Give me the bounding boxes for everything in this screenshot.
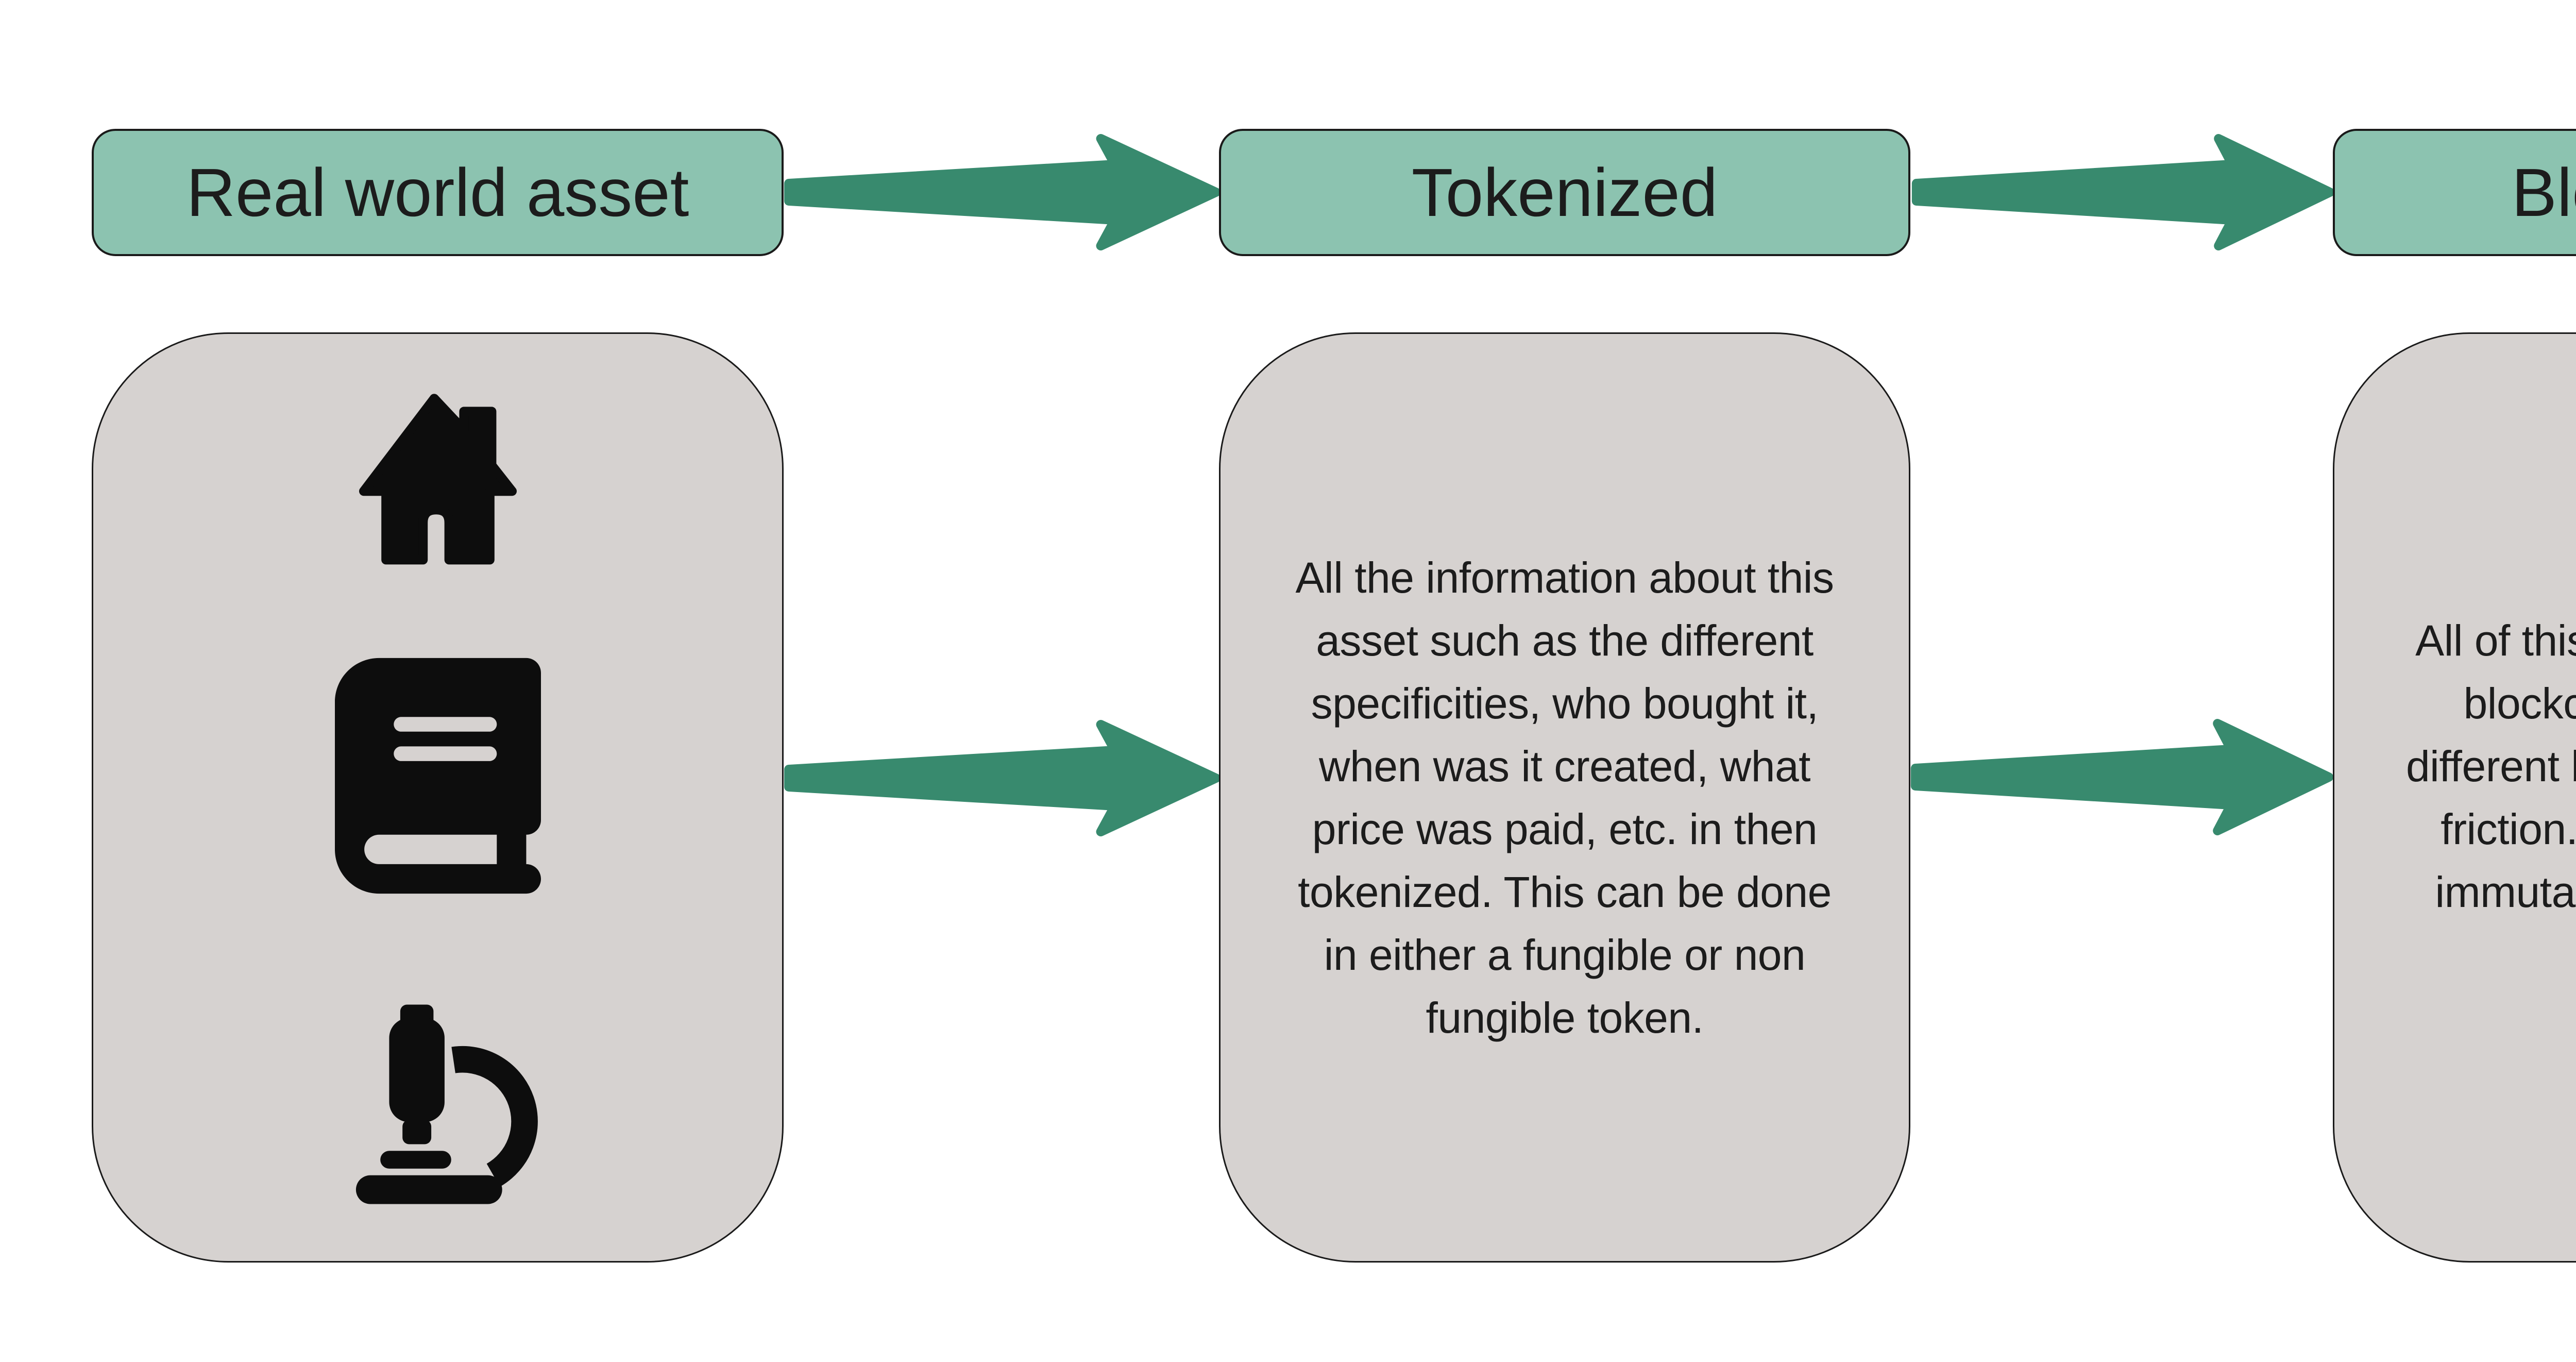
card-real-world-asset	[92, 332, 784, 1263]
flow-arrow-icon	[1908, 130, 2335, 254]
book-icon	[334, 656, 541, 896]
microscope-icon	[327, 981, 549, 1228]
card-tokenized: All the information about this asset suc…	[1219, 332, 1910, 1263]
header-box-blockchain: Blockchain	[2333, 129, 2576, 256]
flow-arrow-icon	[781, 130, 1221, 254]
blockchain-description-text: All of this is then stored in a blockcha…	[2405, 616, 2576, 916]
header-label-blockchain: Blockchain	[2511, 155, 2576, 230]
header-label-tokenized: Tokenized	[1411, 155, 1718, 230]
flow-arrow-icon	[781, 716, 1221, 840]
house-icon	[322, 385, 554, 571]
header-label-real-world-asset: Real world asset	[186, 155, 689, 230]
tokenized-description-text: All the information about this asset suc…	[1295, 553, 1834, 1042]
flow-arrow-icon	[1907, 715, 2334, 839]
header-box-real-world-asset: Real world asset	[92, 129, 784, 256]
header-box-tokenized: Tokenized	[1219, 129, 1910, 256]
card-blockchain: All of this is then stored in a blockcha…	[2333, 332, 2576, 1263]
